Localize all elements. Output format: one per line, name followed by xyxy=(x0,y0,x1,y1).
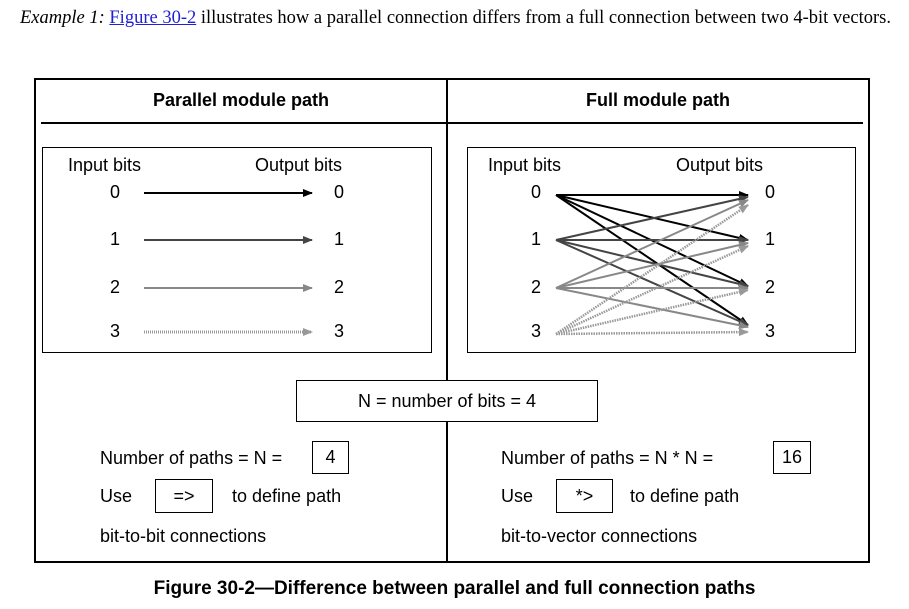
parallel-input-bit-0: 0 xyxy=(109,182,120,202)
full-use-label: Use xyxy=(501,486,534,506)
full-arrow-1-0 xyxy=(555,195,749,241)
full-arrow-0-3 xyxy=(555,194,749,326)
parallel-output-label: Output bits xyxy=(255,155,343,175)
full-input-bit-2: 2 xyxy=(530,277,541,297)
parallel-input-bit-2: 2 xyxy=(109,277,120,297)
full-paths-value: 16 xyxy=(773,441,811,474)
full-arrow-1-2 xyxy=(555,239,749,288)
parallel-output-bit-2: 2 xyxy=(333,277,344,297)
parallel-input-bit-1: 1 xyxy=(109,229,120,249)
full-connection-type: bit-to-vector connections xyxy=(501,526,698,546)
full-paths-label: Number of paths = N * N = xyxy=(501,448,714,468)
parallel-input-bit-3: 3 xyxy=(109,321,120,341)
parallel-header: Parallel module path xyxy=(152,90,330,110)
full-operator: *> xyxy=(556,479,613,513)
full-arrow-1-3 xyxy=(555,239,749,326)
parallel-use-label: Use xyxy=(100,486,133,506)
full-input-label: Input bits xyxy=(488,155,562,175)
parallel-paths-label: Number of paths = N = xyxy=(100,448,283,468)
vertical-divider xyxy=(446,78,448,563)
full-arrow-3-1 xyxy=(555,244,749,336)
n-definition-box: N = number of bits = 4 xyxy=(296,380,598,422)
full-output-bit-3: 3 xyxy=(764,321,775,341)
full-header: Full module path xyxy=(586,90,730,110)
parallel-output-bit-0: 0 xyxy=(333,182,344,202)
full-input-bit-3: 3 xyxy=(530,321,541,341)
parallel-output-bit-1: 1 xyxy=(333,229,344,249)
parallel-output-bit-3: 3 xyxy=(333,321,344,341)
full-arrow-3-3 xyxy=(555,328,749,337)
full-arrow-3-0 xyxy=(555,203,749,336)
parallel-paths-value: 4 xyxy=(312,441,349,474)
parallel-input-label: Input bits xyxy=(68,155,142,175)
full-arrow-3-2 xyxy=(555,288,749,336)
full-input-bit-0: 0 xyxy=(530,182,541,202)
full-arrow-2-1 xyxy=(555,241,749,289)
figure-frame xyxy=(34,78,870,563)
full-output-bit-2: 2 xyxy=(764,277,775,297)
figure-link[interactable]: Figure 30-2 xyxy=(109,8,197,28)
full-input-bit-1: 1 xyxy=(530,229,541,249)
parallel-panel xyxy=(42,147,432,353)
full-output-label: Output bits xyxy=(676,155,764,175)
horizontal-divider xyxy=(41,122,863,124)
example-label: Example 1: xyxy=(20,8,105,28)
full-define-label: to define path xyxy=(630,486,740,506)
full-output-bit-0: 0 xyxy=(764,182,775,202)
full-output-bit-1: 1 xyxy=(764,229,775,249)
full-arrow-2-0 xyxy=(555,199,749,289)
parallel-connection-type: bit-to-bit connections xyxy=(100,526,267,546)
intro-text: illustrates how a parallel connection di… xyxy=(200,8,891,28)
parallel-operator: => xyxy=(155,479,213,513)
full-panel xyxy=(467,147,856,353)
full-arrow-2-3 xyxy=(555,287,749,330)
parallel-define-label: to define path xyxy=(232,486,342,506)
intro-paragraph: Example 1: Figure 30-2 illustrates how a… xyxy=(20,6,892,31)
figure-caption: Figure 30-2—Difference between parallel … xyxy=(153,578,756,599)
